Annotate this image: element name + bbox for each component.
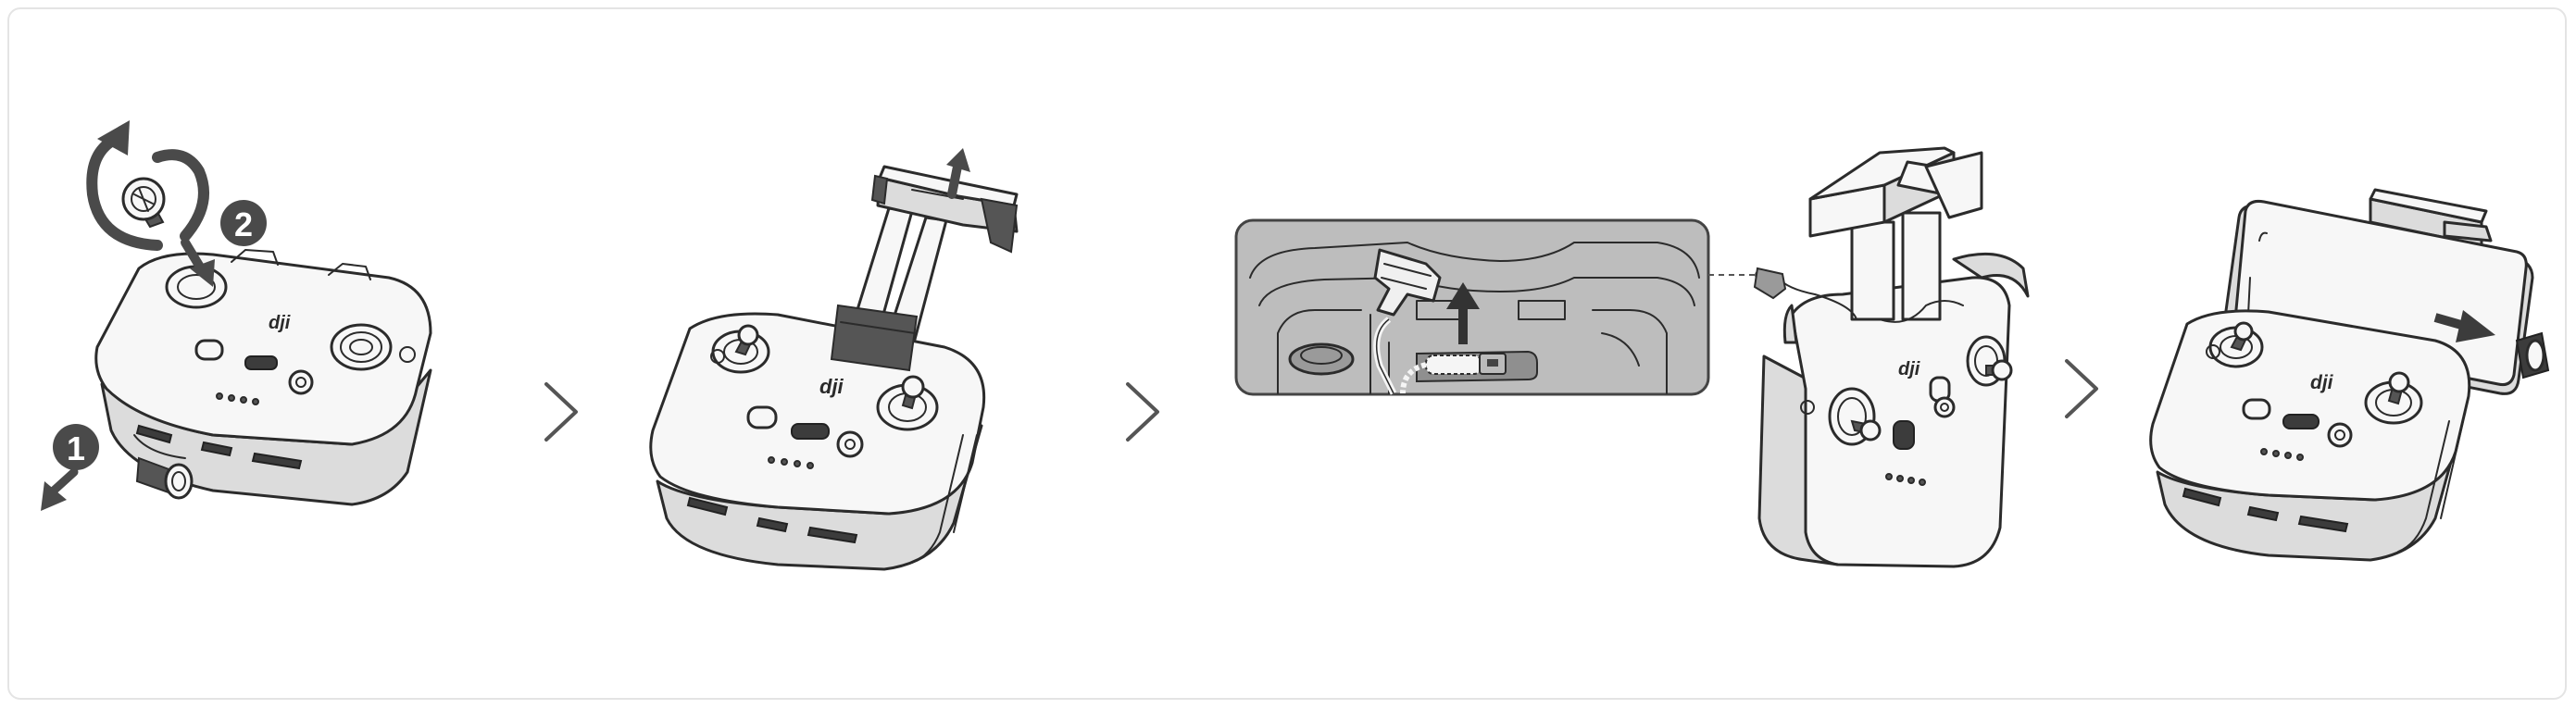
brand-logo: dji: [819, 375, 844, 398]
step-badge-2: 2: [220, 200, 267, 246]
svg-text:2: 2: [234, 205, 253, 243]
step-badge-1: 1: [53, 424, 99, 470]
step-remove-sticks: dji: [41, 120, 431, 511]
remove-arrow-icon: [41, 472, 74, 511]
chevron-right-icon: [546, 384, 576, 440]
cable-detail-inset: [1236, 220, 1708, 394]
brand-logo: dji: [269, 313, 291, 333]
step-extend-holder: dji: [651, 148, 1017, 569]
step-mount-phone: dji: [2151, 190, 2548, 560]
step-connect-cable: dji: [1236, 148, 2028, 566]
remote-controller: dji: [651, 305, 984, 569]
control-stick-inserting: [123, 179, 164, 227]
svg-text:1: 1: [67, 429, 85, 467]
brand-logo: dji: [1898, 359, 1920, 379]
remote-controller: dji: [2151, 311, 2470, 560]
chevron-right-icon: [2067, 361, 2096, 417]
remote-controller: dji: [1755, 148, 2028, 566]
brand-logo: dji: [2310, 372, 2334, 393]
chevron-right-icon: [1128, 384, 1157, 440]
